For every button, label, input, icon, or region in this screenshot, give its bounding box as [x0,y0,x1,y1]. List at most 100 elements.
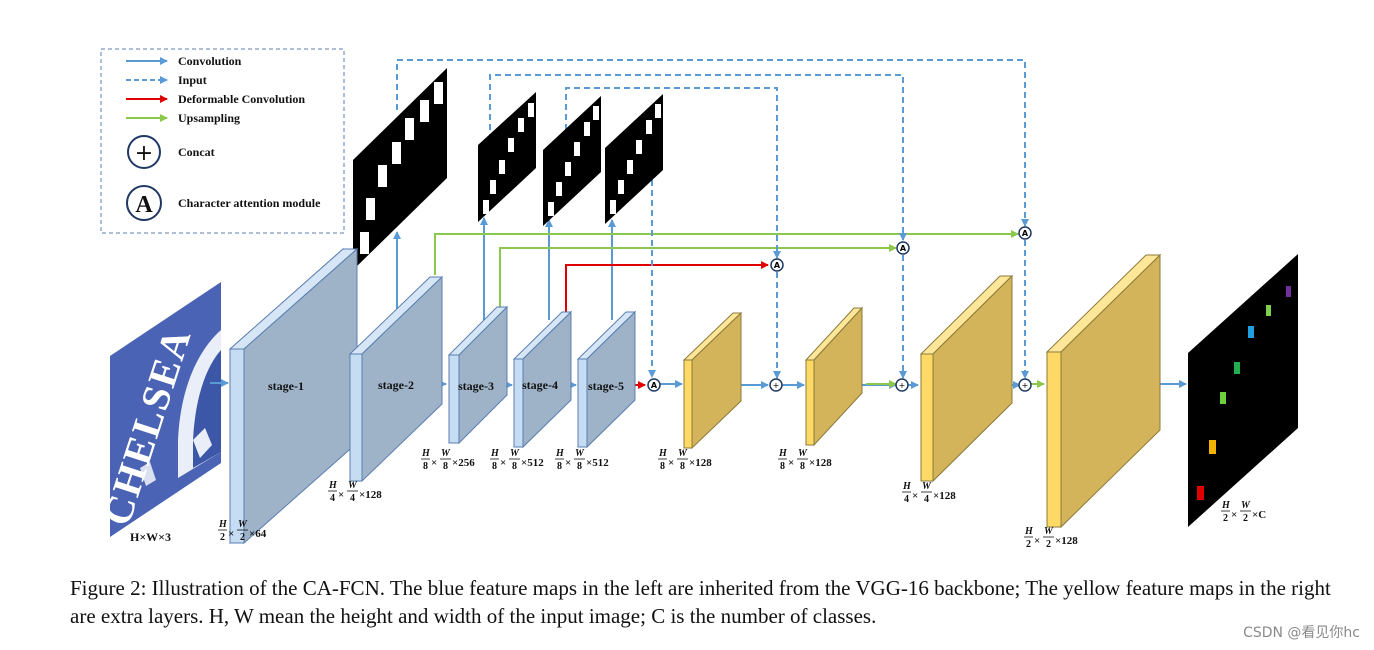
svg-text:8: 8 [780,461,785,472]
attention-map-3 [543,96,601,226]
yellow-layer-4 [1045,253,1162,529]
svg-text:4: 4 [350,493,355,504]
upsample-arrows [434,230,1045,388]
concat-node-1 [769,378,783,392]
yellow-layer-3 [919,274,1014,483]
attention-node-2 [770,258,784,272]
svg-text:2: 2 [240,532,245,543]
svg-text:H: H [1024,526,1034,537]
svg-text:×128: ×128 [689,457,712,469]
svg-text:W: W [348,480,358,491]
class-mark-red [1197,486,1204,500]
svg-text:×128: ×128 [1055,535,1078,547]
svg-text:×C: ×C [1252,509,1266,521]
concat-node-1-symbol: + [773,381,780,390]
class-mark-yellow [1209,440,1216,454]
legend-concat-symbol: + [135,141,153,166]
yellow-layer-1 [682,311,743,450]
attention-map-2 [478,92,536,222]
dims-stage-3: H 8 × W 8 ×256 [421,448,475,472]
output-map [1188,254,1298,527]
svg-text:W: W [1044,526,1054,537]
attention-node-2-symbol: A [774,261,781,270]
svg-text:8: 8 [800,461,805,472]
svg-text:×: × [1231,509,1237,521]
legend-concat-icon [127,135,161,169]
svg-text:W: W [238,519,248,530]
svg-text:×: × [565,457,571,469]
svg-text:8: 8 [660,461,665,472]
svg-text:H: H [328,480,338,491]
dims-stage-2: H 4 × W 4 ×128 [328,480,382,504]
svg-text:4: 4 [330,493,335,504]
stage-1-label: stage-1 [268,379,304,393]
dims-yellow-2: H 8 × W 8 ×128 [778,448,832,472]
svg-text:8: 8 [443,461,448,472]
svg-text:H: H [778,448,788,459]
figure-caption: Figure 2: Illustration of the CA-FCN. Th… [70,576,1331,628]
svg-text:4: 4 [904,494,909,505]
attention-node-1-symbol: A [651,381,658,390]
class-mark-lime [1266,305,1271,316]
svg-text:W: W [678,448,688,459]
attention-node-1 [647,378,661,392]
class-mark-cyan [1248,326,1254,338]
svg-text:×: × [912,490,918,502]
svg-text:8: 8 [423,461,428,472]
stage-4-label: stage-4 [522,378,558,392]
legend-upsampling-label: Upsampling [178,111,240,125]
input-image: CHELSEA H×W×3 [94,282,221,544]
svg-text:8: 8 [680,461,685,472]
stage-2-label: stage-2 [378,378,414,392]
svg-text:×256: ×256 [452,457,475,469]
svg-text:8: 8 [557,461,562,472]
svg-text:×: × [1034,535,1040,547]
svg-text:W: W [510,448,520,459]
svg-text:2: 2 [1243,513,1248,524]
input-arrows [396,59,1029,379]
dims-stage-4: H 8 × W 8 ×512 [490,448,544,472]
class-mark-green [1234,362,1240,374]
stage-5-block: stage-5 [576,310,637,449]
svg-text:2: 2 [1046,539,1051,550]
class-mark-lightgreen [1220,392,1226,404]
stage-3-block: stage-3 [447,305,509,445]
yellow-layer-2 [804,306,864,447]
svg-text:2: 2 [1223,513,1228,524]
svg-text:H: H [421,448,431,459]
class-mark-purple [1286,286,1291,297]
svg-text:×512: ×512 [521,457,544,469]
svg-text:×: × [668,457,674,469]
dims-yellow-1: H 8 × W 8 ×128 [658,448,712,472]
input-dims-label: H×W×3 [130,530,171,544]
concat-nodes: A A A A + + + [647,226,1032,392]
stage-4-block: stage-4 [512,310,573,449]
dims-yellow-4: H 2 × W 2 ×128 [1024,526,1078,550]
svg-text:H: H [218,519,228,530]
concat-node-2 [895,378,909,392]
attention-map-4 [605,94,663,224]
svg-text:H: H [1221,500,1231,511]
svg-text:H: H [902,481,912,492]
stage-2-block: stage-2 [348,275,444,483]
dims-stage-1: H 2 × W 2 ×64 [218,519,267,543]
legend-convolution-label: Convolution [178,54,242,68]
attention-node-4 [1018,226,1032,240]
legend: Convolution Input Deformable Convolution… [100,48,345,234]
dims-stage-5: H 8 × W 8 ×512 [555,448,609,472]
svg-text:W: W [1241,500,1251,511]
dims-yellow-3: H 4 × W 4 ×128 [902,481,956,505]
svg-text:8: 8 [512,461,517,472]
legend-attention-label: Character attention module [178,196,321,210]
stage-5-label: stage-5 [588,379,624,393]
svg-text:×: × [431,457,437,469]
svg-text:H: H [658,448,668,459]
svg-text:H: H [490,448,500,459]
svg-text:×128: ×128 [933,490,956,502]
svg-text:×512: ×512 [586,457,609,469]
svg-text:×: × [228,528,234,540]
watermark: CSDN @看见你hc [1243,625,1360,641]
legend-attention-symbol: A [135,192,153,218]
svg-text:H: H [555,448,565,459]
